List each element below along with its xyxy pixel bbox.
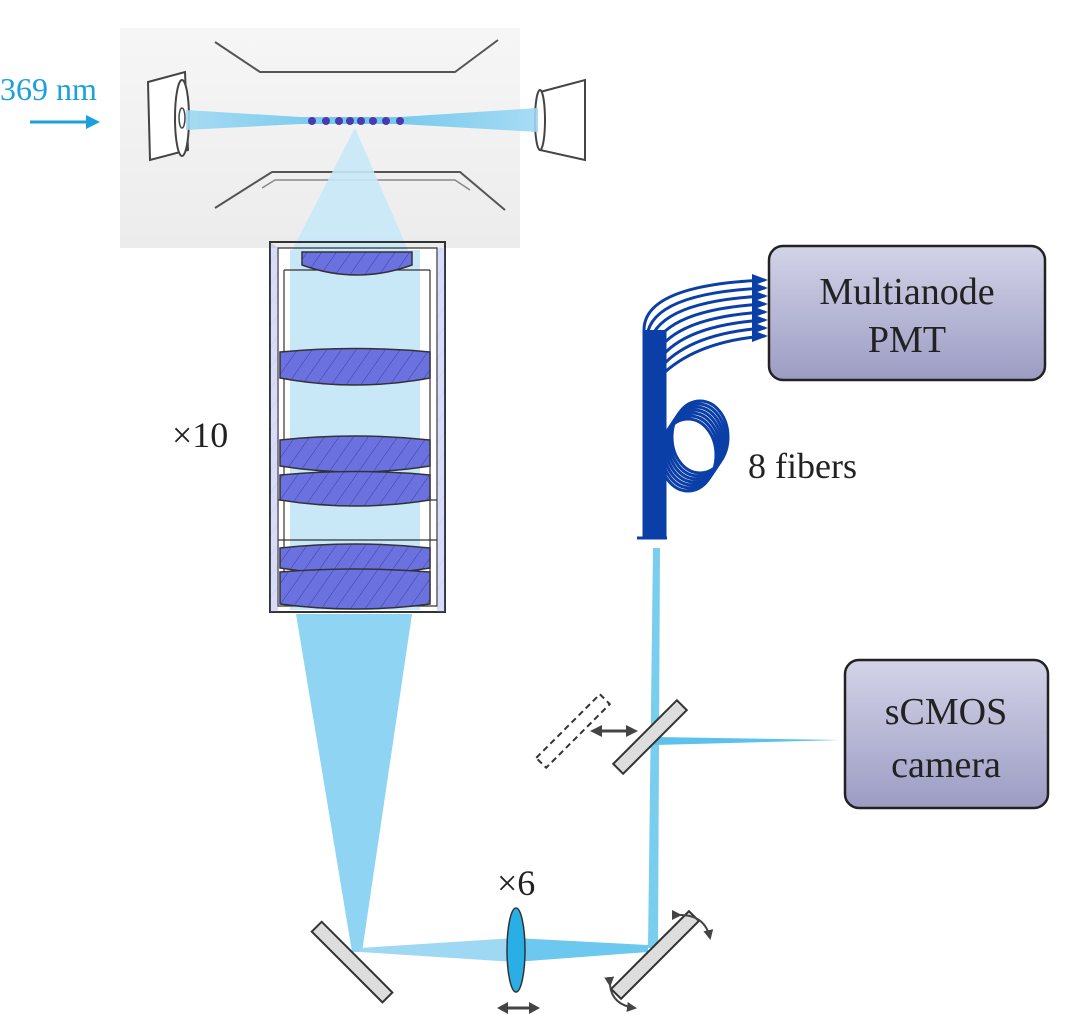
flip-mirror-alt-position	[534, 692, 612, 770]
flip-mirror-arrow	[590, 725, 638, 737]
ion-chain	[308, 117, 404, 125]
right-endcap	[539, 78, 586, 162]
pmt-label-line1: Multianode	[819, 271, 994, 313]
fiber-bundle	[637, 274, 768, 540]
lens-magnification-label: ×6	[497, 863, 535, 903]
lens-element-1	[301, 251, 413, 276]
lens-translation-arrow	[497, 1002, 540, 1014]
top-electrode	[214, 39, 499, 73]
beam-to-fiber	[648, 548, 660, 948]
beam-to-camera	[655, 737, 840, 745]
laser-wavelength-label: 369 nm	[0, 71, 97, 107]
camera-detector: sCMOS camera	[843, 658, 1050, 810]
laser-direction-arrow	[30, 115, 100, 129]
objective-lens	[269, 241, 446, 613]
pmt-box	[767, 244, 1047, 382]
camera-label-line2: camera	[891, 744, 1001, 786]
ion	[382, 117, 390, 125]
ion	[357, 117, 365, 125]
lens-element-4	[279, 470, 431, 507]
camera-box	[843, 658, 1050, 810]
fluorescence-cone	[292, 128, 408, 250]
ion	[308, 117, 316, 125]
ion	[335, 117, 343, 125]
camera-label-line1: sCMOS	[885, 691, 1008, 733]
fibers-label: 8 fibers	[748, 446, 857, 486]
beam-after-lens	[515, 938, 648, 962]
ion	[346, 117, 354, 125]
pmt-label-line2: PMT	[868, 319, 946, 361]
lens-element-3	[279, 435, 431, 473]
lens-element-6	[279, 568, 431, 610]
pmt-detector: Multianode PMT	[767, 244, 1047, 382]
fiber-coil	[658, 399, 730, 493]
beam-to-lens	[360, 938, 515, 962]
objective-magnification-label: ×10	[172, 415, 228, 455]
lens-element-2	[279, 347, 431, 386]
focusing-lens	[506, 907, 526, 993]
ion	[396, 117, 404, 125]
left-endcap-hole	[178, 107, 186, 129]
imaging-beam	[296, 614, 412, 952]
ion	[369, 117, 377, 125]
ion	[322, 117, 330, 125]
flip-mirror	[611, 698, 689, 776]
mirror-bottom-left	[310, 920, 394, 1004]
mirror-tilt-arrows	[604, 909, 714, 1012]
